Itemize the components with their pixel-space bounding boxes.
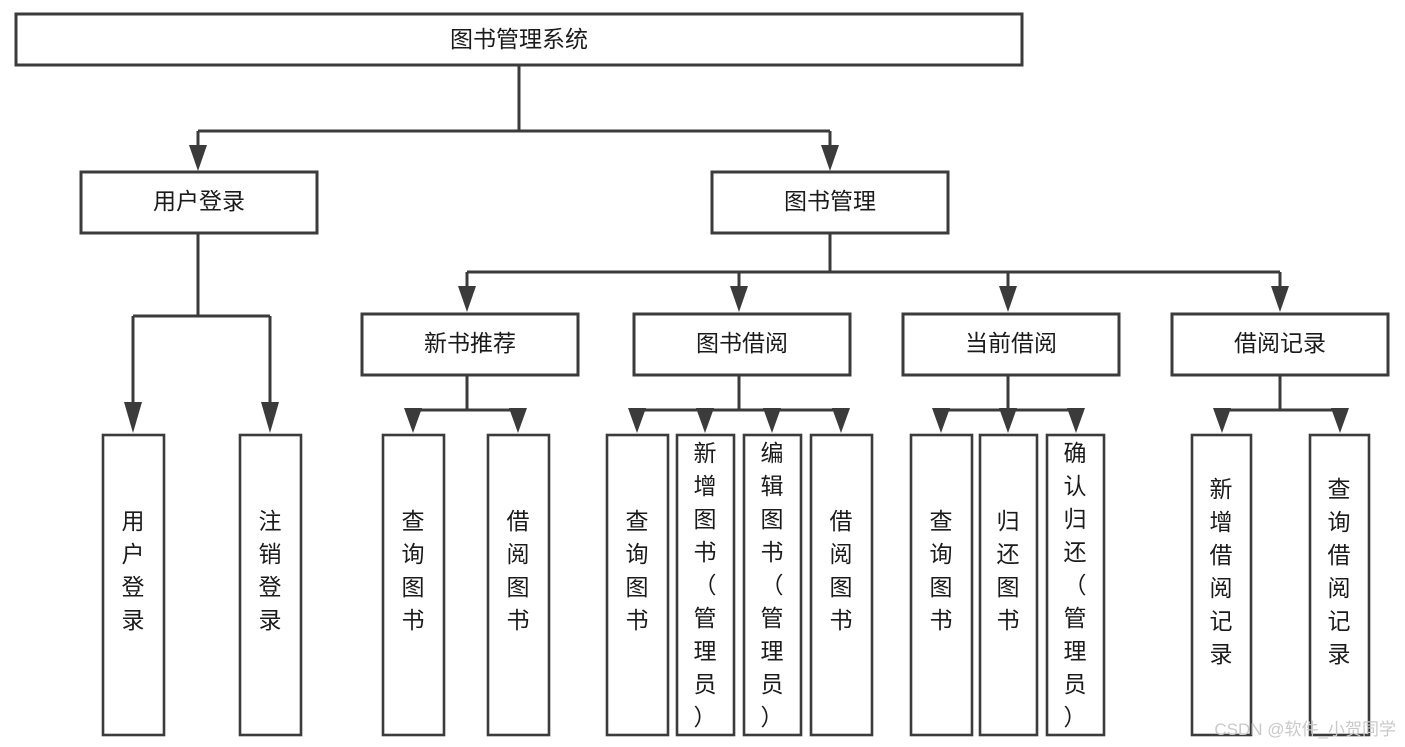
- arrow-head-leaf-add-record: [1213, 408, 1231, 433]
- leaf-user-login[interactable]: 用户登录: [101, 433, 166, 737]
- arrow-head-leaf-query-book-1: [404, 408, 422, 433]
- leaf-query-book-3-box[interactable]: [909, 433, 974, 737]
- node-root-box[interactable]: [14, 12, 1024, 67]
- leaf-query-book-3-label: 查询图书: [930, 508, 953, 633]
- node-new-book-recommend-box[interactable]: [360, 312, 580, 377]
- arrow-head-leaf-return-book: [999, 408, 1017, 433]
- leaf-query-book-3[interactable]: 查询图书: [909, 433, 974, 737]
- leaf-edit-book-box[interactable]: [742, 433, 803, 737]
- arrow-head-leaf-query-book-2: [628, 408, 646, 433]
- leaf-add-record-label: 新增借阅记录: [1210, 476, 1233, 667]
- leaf-query-book-1[interactable]: 查询图书: [381, 433, 446, 737]
- leaf-query-book-1-box[interactable]: [381, 433, 446, 737]
- node-current-borrow[interactable]: 当前借阅: [901, 312, 1121, 377]
- leaf-borrow-book-1[interactable]: 借阅图书: [486, 433, 551, 737]
- node-borrow-record[interactable]: 借阅记录: [1170, 312, 1390, 377]
- leaf-query-book-2-label: 查询图书: [626, 508, 649, 633]
- arrow-head-leaf-borrow-book-2: [832, 408, 850, 433]
- arrow-head-user-login: [189, 145, 207, 171]
- arrow-head-leaf-edit-book: [763, 408, 781, 433]
- leaf-logout-box[interactable]: [238, 433, 303, 737]
- leaf-query-book-2-box[interactable]: [605, 433, 670, 737]
- arrow-head-current-borrow: [999, 286, 1017, 312]
- node-book-management-box[interactable]: [710, 170, 950, 235]
- leaf-query-book-2[interactable]: 查询图书: [605, 433, 670, 737]
- leaf-logout-label: 注销登录: [259, 508, 282, 633]
- node-borrow-record-label: 借阅记录: [1234, 330, 1326, 356]
- leaf-edit-book[interactable]: 编辑图书（管理员）: [742, 433, 803, 737]
- watermark-label: CSDN @软件_小贺同学: [1214, 720, 1396, 739]
- leaf-add-record-box[interactable]: [1190, 433, 1253, 737]
- node-new-book-recommend-label: 新书推荐: [424, 330, 516, 356]
- node-book-management-label: 图书管理: [784, 188, 876, 214]
- connector-layer: [124, 65, 1349, 433]
- arrow-head-new-book-recommend: [458, 286, 476, 312]
- arrow-head-leaf-borrow-book-1: [509, 408, 527, 433]
- node-book-borrow-label: 图书借阅: [696, 330, 788, 356]
- leaf-confirm-return-box[interactable]: [1045, 433, 1106, 737]
- node-root[interactable]: 图书管理系统: [14, 12, 1024, 67]
- leaf-query-record-label: 查询借阅记录: [1328, 476, 1351, 667]
- leaf-query-record-box[interactable]: [1308, 433, 1371, 737]
- leaf-borrow-book-2-box[interactable]: [809, 433, 874, 737]
- leaf-edit-book-label: 编辑图书（管理员）: [761, 440, 784, 730]
- leaf-add-book-box[interactable]: [675, 433, 736, 737]
- leaf-borrow-book-1-label: 借阅图书: [507, 508, 530, 633]
- node-borrow-record-box[interactable]: [1170, 312, 1390, 377]
- node-book-borrow-box[interactable]: [632, 312, 852, 377]
- arrow-head-leaf-user-login: [124, 402, 142, 433]
- leaf-user-login-box[interactable]: [101, 433, 166, 737]
- arrow-head-leaf-confirm-return: [1067, 408, 1085, 433]
- arrow-head-leaf-query-book-3: [932, 408, 950, 433]
- leaf-return-book-box[interactable]: [978, 433, 1039, 737]
- leaf-logout[interactable]: 注销登录: [238, 433, 303, 737]
- leaf-confirm-return[interactable]: 确认归还（管理员）: [1045, 433, 1106, 737]
- node-current-borrow-label: 当前借阅: [965, 330, 1057, 356]
- arrow-head-borrow-record: [1271, 286, 1289, 312]
- node-book-management[interactable]: 图书管理: [710, 170, 950, 235]
- leaf-borrow-book-2[interactable]: 借阅图书: [809, 433, 874, 737]
- arrow-head-book-management: [821, 145, 839, 171]
- arrow-head-leaf-query-record: [1331, 408, 1349, 433]
- leaf-user-login-label: 用户登录: [122, 508, 145, 633]
- leaf-confirm-return-label: 确认归还（管理员）: [1064, 440, 1087, 730]
- leaf-borrow-book-1-box[interactable]: [486, 433, 551, 737]
- leaf-add-book-label: 新增图书（管理员）: [694, 440, 717, 730]
- arrow-head-leaf-add-book: [696, 408, 714, 433]
- node-current-borrow-box[interactable]: [901, 312, 1121, 377]
- node-user-login[interactable]: 用户登录: [79, 170, 319, 235]
- arrow-head-leaf-logout: [261, 402, 279, 433]
- node-user-login-label: 用户登录: [153, 188, 245, 214]
- leaf-borrow-book-2-label: 借阅图书: [830, 508, 853, 633]
- leaf-query-book-1-label: 查询图书: [402, 508, 425, 633]
- arrow-head-book-borrow: [730, 286, 748, 312]
- node-root-label: 图书管理系统: [450, 26, 588, 52]
- leaf-add-book[interactable]: 新增图书（管理员）: [675, 433, 736, 737]
- leaf-return-book-label: 归还图书: [997, 508, 1020, 633]
- leaf-add-record[interactable]: 新增借阅记录: [1190, 433, 1253, 737]
- node-book-borrow[interactable]: 图书借阅: [632, 312, 852, 377]
- leaf-query-record[interactable]: 查询借阅记录: [1308, 433, 1371, 737]
- node-new-book-recommend[interactable]: 新书推荐: [360, 312, 580, 377]
- leaf-return-book[interactable]: 归还图书: [978, 433, 1039, 737]
- node-user-login-box[interactable]: [79, 170, 319, 235]
